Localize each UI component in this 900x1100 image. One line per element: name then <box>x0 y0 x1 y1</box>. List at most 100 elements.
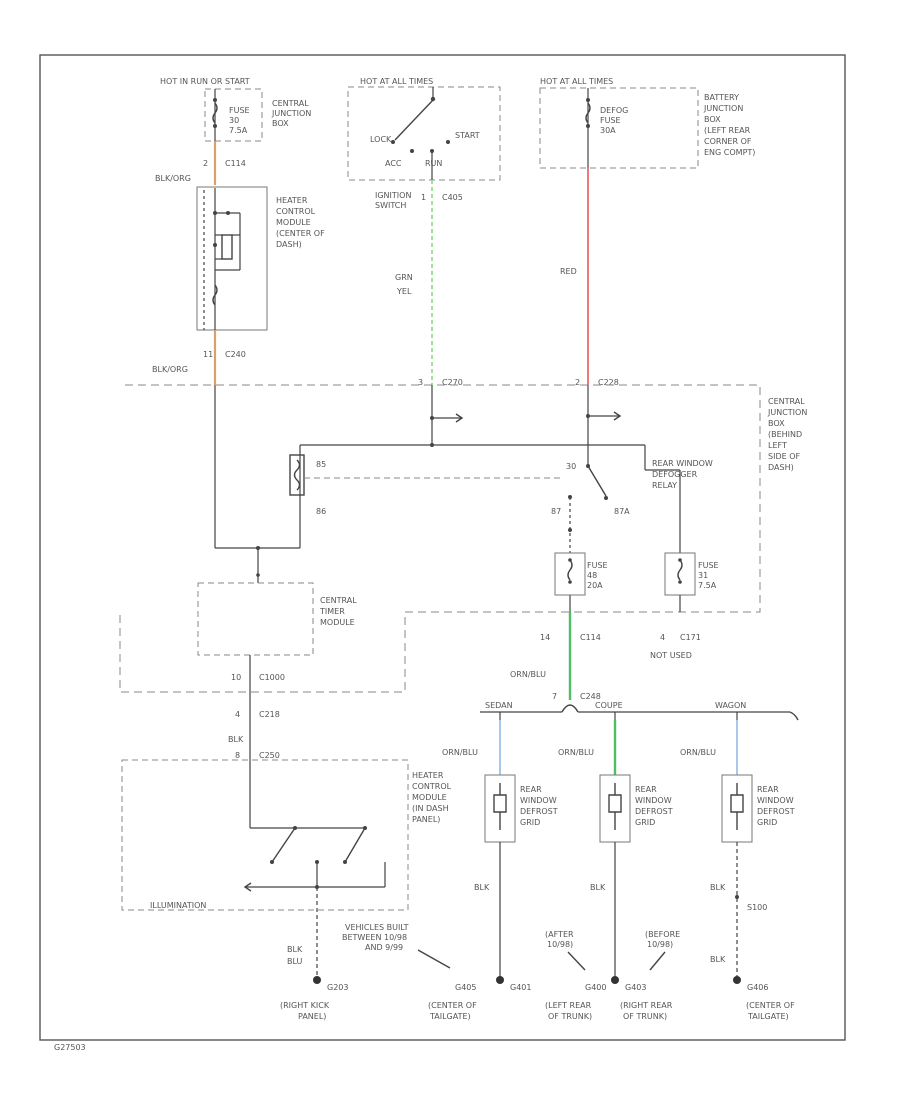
conn-c240: C240 <box>225 350 246 359</box>
footer-code: G27503 <box>54 1043 86 1052</box>
pin-1-ign: 1 <box>421 193 426 202</box>
pin-8: 8 <box>235 751 240 760</box>
pin-87a: 87A <box>614 507 630 516</box>
ground-g405a-label: G405 <box>455 983 476 992</box>
wire-color-blk-g2: BLK <box>590 883 606 892</box>
ground-g203-label: G203 <box>327 983 348 992</box>
pin-30: 30 <box>566 462 576 471</box>
conn-c248: C248 <box>580 692 601 701</box>
wire-color-blk-g1: BLK <box>474 883 490 892</box>
pin-2-red: 2 <box>575 378 580 387</box>
wire-color-red: RED <box>560 267 577 276</box>
conn-c405-top: C405 <box>442 193 463 202</box>
switch-lock: LOCK <box>370 135 392 144</box>
pin-11: 11 <box>203 350 213 359</box>
power-label-run-start: HOT IN RUN OR START <box>160 77 250 86</box>
pin-14: 14 <box>540 633 550 642</box>
switch-run: RUN <box>425 159 442 168</box>
illumination-label: ILLUMINATION <box>150 901 206 910</box>
pin-85: 85 <box>316 460 326 469</box>
bus-label-wagon: WAGON <box>715 701 746 710</box>
switch-acc: ACC <box>385 159 402 168</box>
defog-fuse-symbol <box>585 102 591 124</box>
pin-87: 87 <box>551 507 561 516</box>
conn-c218: C218 <box>259 710 280 719</box>
pin-3: 3 <box>418 378 423 387</box>
pin-10: 10 <box>231 673 241 682</box>
wire-color-org-blu-1: ORN/BLU <box>442 748 478 757</box>
ground-g403-label: G403 <box>625 983 646 992</box>
conn-c114-top: C114 <box>225 159 246 168</box>
conn-c270: C270 <box>442 378 463 387</box>
wire-color-blk-org-bottom: BLK/ORG <box>152 365 188 374</box>
illumination-switch-1 <box>271 827 296 863</box>
central-jb-main-box <box>119 384 761 693</box>
wire-color-org-blu-2: ORN/BLU <box>558 748 594 757</box>
conn-c114-mid: C114 <box>580 633 601 642</box>
central-jb-top-box <box>204 88 263 142</box>
pin-4-notused: 4 <box>660 633 665 642</box>
conn-c171-notused: C171 <box>680 633 701 642</box>
ground-g400 <box>611 976 619 984</box>
power-label-ign: HOT AT ALL TIMES <box>360 77 433 86</box>
illumination-switch-2 <box>344 827 366 863</box>
conn-c1000: C1000 <box>259 673 285 682</box>
splice-s100: S100 <box>747 903 767 912</box>
wire-color-org-blu-main: ORN/BLU <box>510 670 546 679</box>
ground-g401 <box>496 976 504 984</box>
pin-7: 7 <box>552 692 557 701</box>
ground-g401-label: G401 <box>510 983 531 992</box>
conn-c228: C228 <box>598 378 619 387</box>
diagram-frame <box>39 54 846 1041</box>
power-label-batt: HOT AT ALL TIMES <box>540 77 613 86</box>
pin-4-c218: 4 <box>235 710 240 719</box>
bus-label-coupe: COUPE <box>595 701 623 710</box>
ground-g406-label: G406 <box>747 983 768 992</box>
relay-switch-blade <box>587 465 607 497</box>
not-used-label: NOT USED <box>650 651 692 660</box>
switch-start: START <box>455 131 480 140</box>
wire-color-blk-org-top: BLK/ORG <box>155 174 191 183</box>
ground-g406 <box>733 976 741 984</box>
ignition-switch-box <box>347 86 501 181</box>
battery-jb-box <box>539 87 699 169</box>
ground-g400-label: G400 <box>585 983 606 992</box>
bus-label-sedan: SEDAN <box>485 701 513 710</box>
ground-g203 <box>313 976 321 984</box>
pin-86: 86 <box>316 507 326 516</box>
wire-color-blk-c250: BLK <box>228 735 244 744</box>
central-timer-box <box>197 582 314 656</box>
heater-module-panel-box <box>121 759 409 911</box>
conn-c250: C250 <box>259 751 280 760</box>
ignition-switch-blade <box>394 99 434 141</box>
relay-coil <box>289 454 305 496</box>
wire-color-org-blu-3: ORN/BLU <box>680 748 716 757</box>
pin-2-top: 2 <box>203 159 208 168</box>
wire-color-blk-g3b: BLK <box>710 955 726 964</box>
